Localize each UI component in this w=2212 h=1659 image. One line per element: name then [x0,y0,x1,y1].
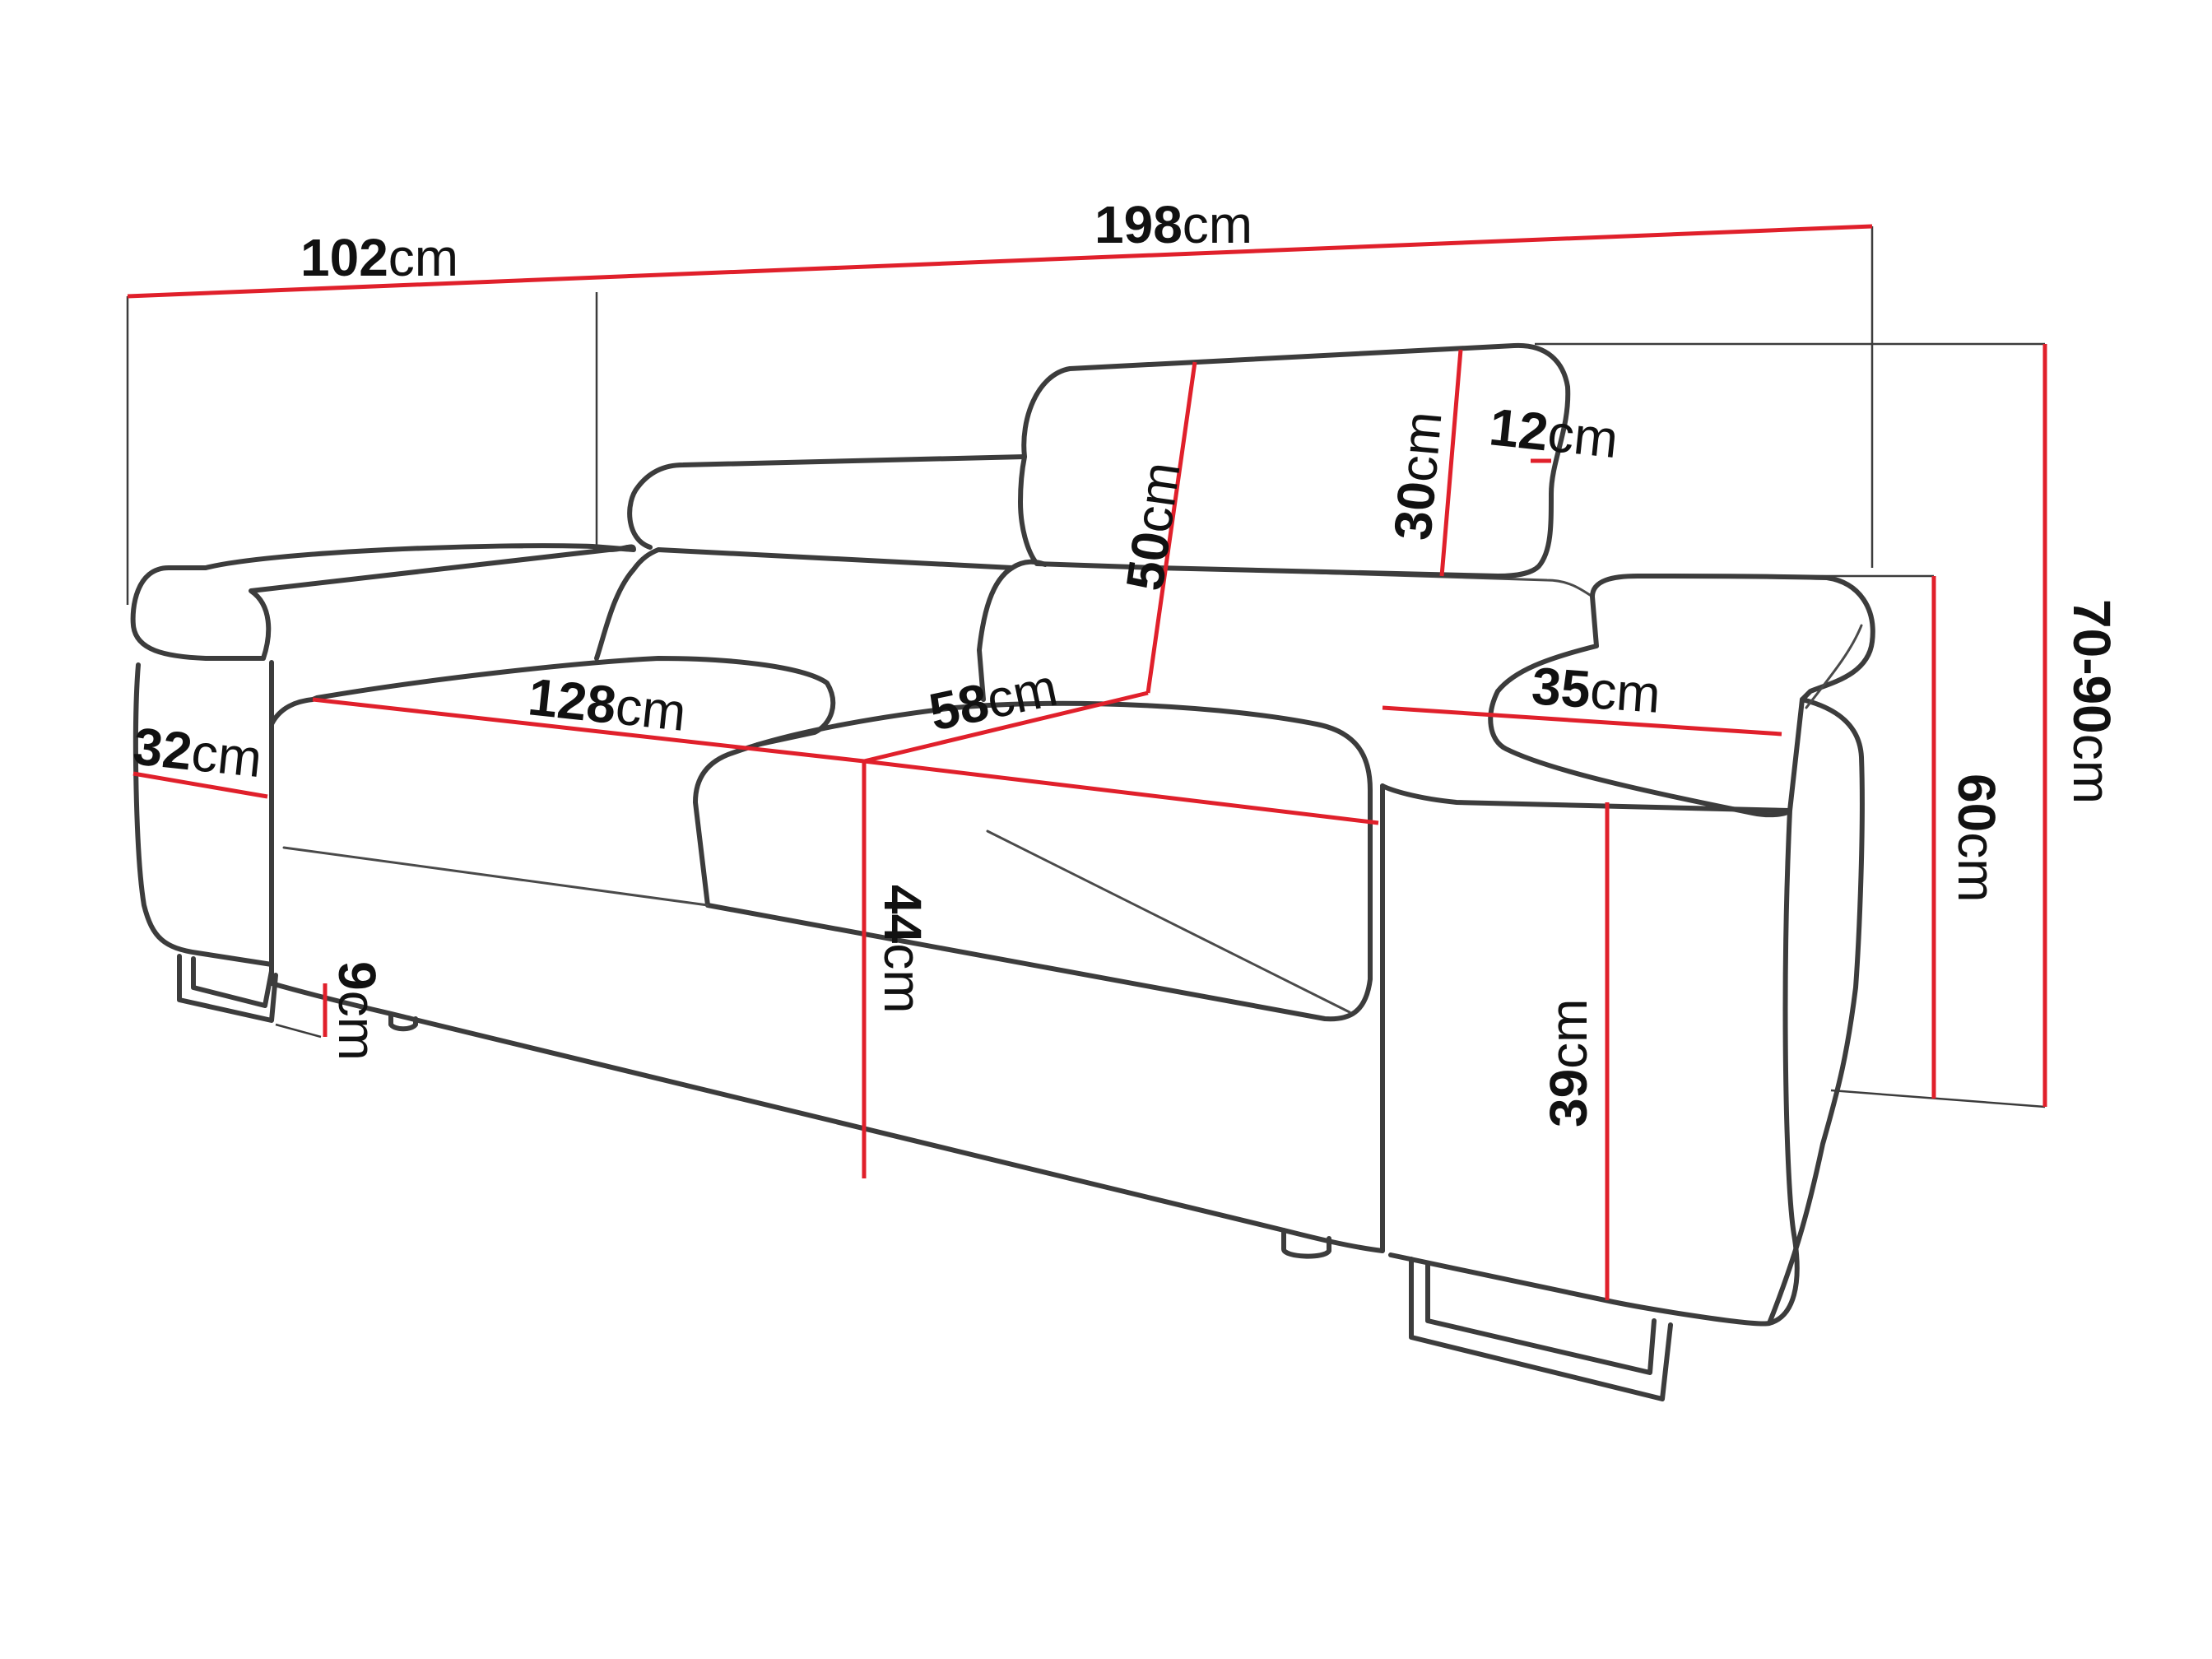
label-armrest-height: 60cm [1947,774,2006,903]
leg-left [177,954,278,1023]
left-seat-cushion [269,656,836,834]
extension-bottom [1830,1089,2046,1108]
dim-armrest-side-line [132,771,268,799]
label-seat-height: 44cm [873,885,932,1014]
label-total-height: 70-90cm [2062,599,2121,804]
left-armrest-body [132,662,274,967]
dim-armrest-width-line [1382,705,1782,737]
dim-back-height-line [1146,361,1197,694]
left-armrest-top [130,543,636,661]
right-armrest-side [1767,697,1865,1326]
dimension-labels: 102cm 198cm 70-90cm 60cm 128cm 58cm 50cm… [131,195,2121,1127]
label-headrest-height: 30cm [1382,409,1452,542]
right-armrest-inner [1805,624,1863,709]
label-seat-depth: 58cm [924,658,1062,742]
right-armrest-body [1380,783,1800,1327]
label-armrest-side-width: 32cm [131,716,265,788]
sofa-outline [130,342,1875,1401]
leg-center-front [1281,1228,1331,1259]
headrest [1018,342,1571,579]
label-total-width: 198cm [1094,195,1252,254]
back-upper-frame [627,454,1027,550]
label-armrest-width: 35cm [1530,656,1662,724]
leg-center-back [388,1011,418,1032]
leg-right [1409,1257,1673,1401]
seat-front-panel-right [986,830,1351,1014]
dimension-lines [127,224,2047,1300]
label-headrest-depth: 12cm [1487,397,1621,469]
label-depth: 102cm [300,228,458,287]
seat-front-panel [282,846,709,907]
label-seat-width: 128cm [526,667,690,742]
left-back-cushion [594,547,1015,661]
label-leg-height: 9cm [328,961,387,1061]
dim-seat-depth-line [863,690,1149,764]
extension-lines [126,226,2046,1108]
dim-width-line [127,224,1873,299]
back-cushion-seam [1155,566,1594,598]
dim-headrest-height-line [1439,349,1463,577]
label-base-height: 39cm [1539,999,1598,1128]
label-back-height: 50cm [1115,458,1192,594]
dim-seat-width-line [312,697,1379,825]
extension-leg [275,1023,322,1039]
sofa-front-base [269,660,1385,1253]
